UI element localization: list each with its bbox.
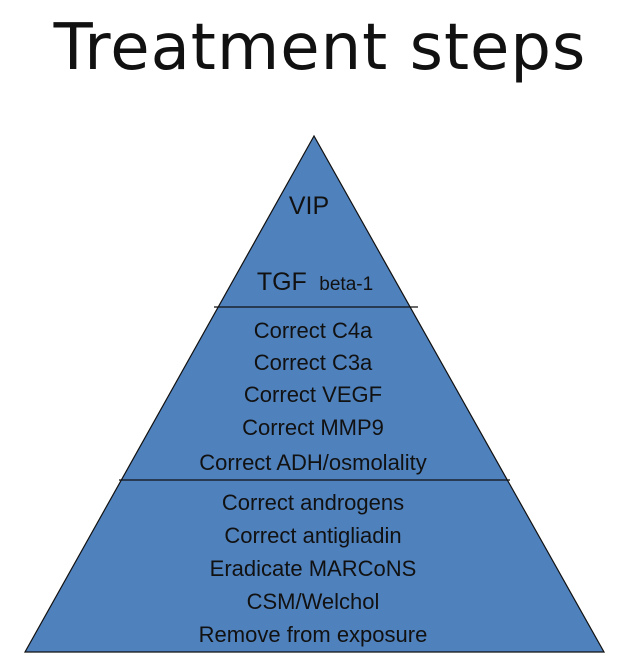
tier-middle-line: Correct ADH/osmolality [199,450,426,475]
tgf-label: TGF [257,268,307,296]
tier-bottom: Correct androgens Correct antigliadin Er… [199,490,428,647]
tier-top-line: VIP [289,192,329,220]
tier-bottom-line: Eradicate MARCoNS [210,556,417,581]
tier-middle-line: Correct C3a [254,350,373,375]
tier-bottom-line: Correct androgens [222,490,404,515]
tier-bottom-line: Remove from exposure [199,622,428,647]
tier-middle-line: Correct MMP9 [242,415,384,440]
tier-middle-line: Correct VEGF [244,382,382,407]
tier-middle: Correct C4a Correct C3a Correct VEGF Cor… [199,318,426,475]
tier-middle-line: Correct C4a [254,318,373,343]
tier-bottom-line: Correct antigliadin [224,523,401,548]
page-title: Treatment steps [53,11,587,85]
tgf-suffix-label: beta-1 [319,274,373,295]
pyramid-shape [23,134,606,653]
tier-top: VIP TGF beta-1 [257,192,373,296]
tier-bottom-line: CSM/Welchol [247,589,380,614]
tier-top-line: TGF beta-1 [257,268,373,296]
